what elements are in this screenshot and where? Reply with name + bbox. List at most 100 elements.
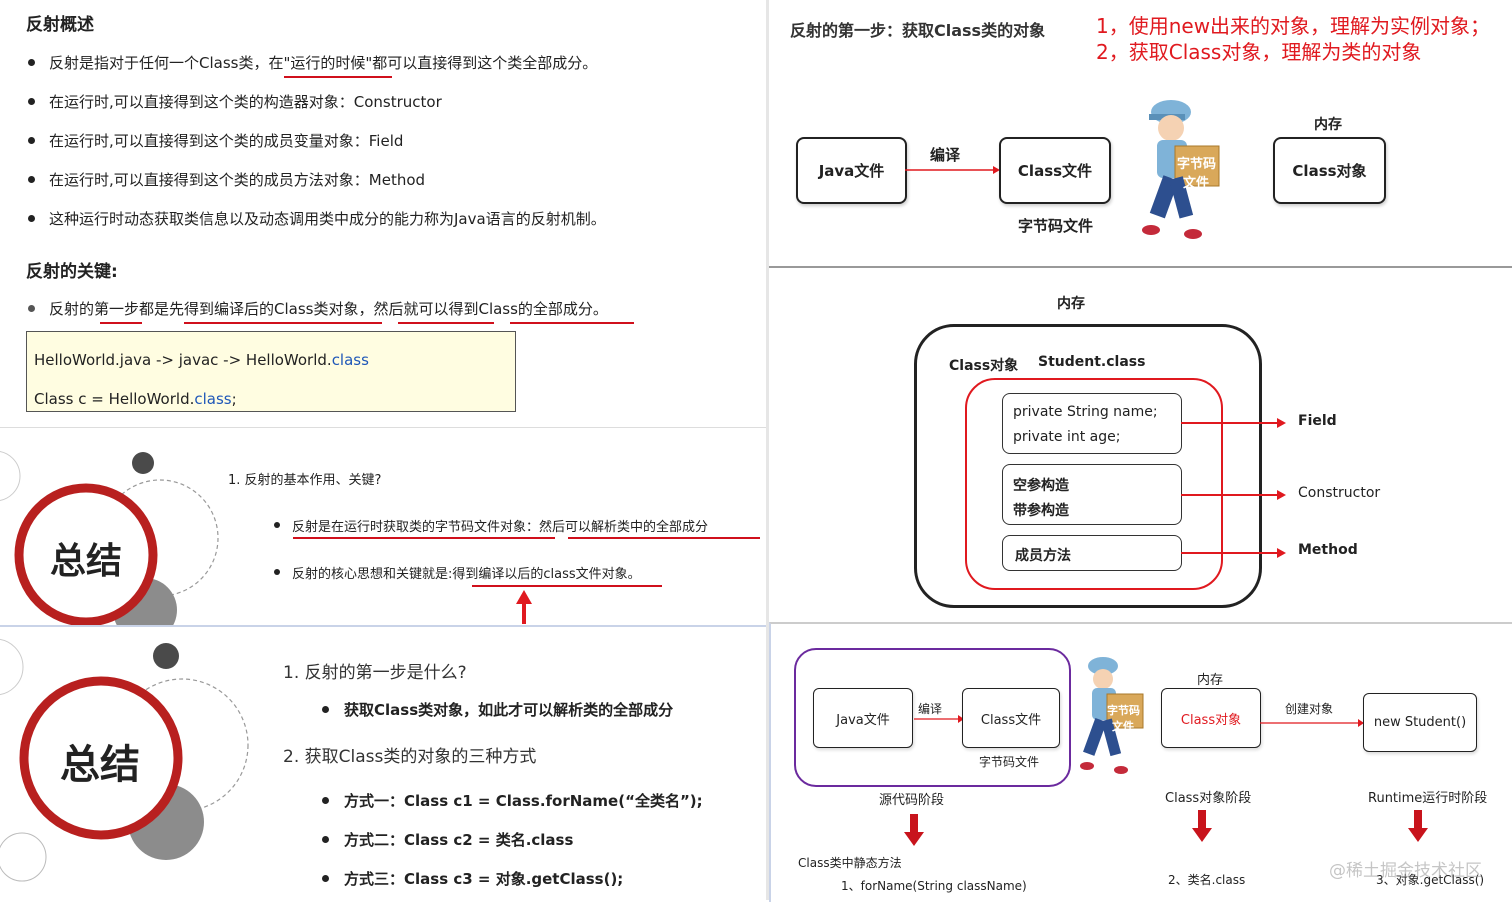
member-method: 成员方法 bbox=[1015, 548, 1071, 564]
summary-1-graphic bbox=[0, 451, 219, 626]
summary-1-item: 1. 反射的基本作用、关键? bbox=[228, 473, 382, 488]
bullet-dot bbox=[28, 305, 35, 312]
constructor-no-arg: 空参构造 bbox=[1013, 478, 1069, 494]
key-bullet: 反射的第一步都是先得到编译后的Class类对象，然后就可以得到Class的全部成… bbox=[49, 300, 608, 318]
memory-label: 内存 bbox=[1057, 296, 1085, 312]
java-file-box: Java文件 bbox=[813, 688, 913, 748]
summary-1-bullet-2: 反射的核心思想和关键就是:得到编译以后的class文件对象。 bbox=[292, 567, 641, 582]
create-object-label: 创建对象 bbox=[1285, 702, 1334, 716]
underline bbox=[398, 322, 494, 324]
overview-bullet-5: 这种运行时动态获取类信息以及动态调用类中成分的能力称为Java语言的反射机制。 bbox=[49, 210, 606, 228]
overview-bullet-4: 在运行时,可以直接得到这个类的成员方法对象：Method bbox=[49, 171, 426, 189]
memory-outer-box bbox=[914, 324, 1262, 608]
summary-2-method-3: 方式三：Class c3 = 对象.getClass(); bbox=[344, 870, 624, 888]
bullet-dot bbox=[28, 176, 35, 183]
way-1-forname: 1、forName(String className) bbox=[841, 879, 1027, 893]
class-object-box: Class对象 bbox=[1273, 137, 1386, 204]
way-3-getclass: 3、对象.getClass() bbox=[1376, 873, 1485, 887]
panel-summary-1: 总结 1. 反射的基本作用、关键? 反射是在运行时获取类的字节码文件对象：然后可… bbox=[0, 427, 766, 626]
bullet-dot bbox=[322, 836, 329, 843]
way-2-class-literal: 2、类名.class bbox=[1168, 873, 1246, 887]
delivery-man-illustration bbox=[1080, 657, 1144, 774]
field-name: private String name; bbox=[1013, 404, 1158, 420]
panel-three-stages: Java文件 编译 Class文件 字节码文件 字节码 文件 内存 Class对… bbox=[769, 622, 1512, 902]
code-line-2-end: ; bbox=[231, 390, 237, 408]
class-object-text: Class对象 bbox=[1180, 712, 1242, 728]
summary-1-circle-text: 总结 bbox=[50, 541, 123, 582]
note-class-object: 2，获取Class对象，理解为类的对象 bbox=[1096, 40, 1422, 64]
overview-bullet-1: 反射是指对于任何一个Class类，在"运行的时候"都可以直接得到这个类全部成分。 bbox=[49, 54, 598, 72]
panel-memory-structure: 内存 Class对象 Student.class private String … bbox=[769, 266, 1512, 624]
overview-bullet-3: 在运行时,可以直接得到这个类的成员变量对象：Field bbox=[49, 132, 404, 150]
bullet-dot bbox=[322, 706, 329, 713]
key-title: 反射的关键: bbox=[26, 262, 118, 282]
compile-arrow bbox=[905, 166, 1000, 174]
summary-2-answer-1: 获取Class类对象，如此才可以解析类的全部成分 bbox=[344, 701, 674, 719]
constructor-label: Constructor bbox=[1298, 485, 1381, 501]
summary-circle bbox=[14, 483, 158, 626]
red-up-arrow bbox=[516, 590, 532, 624]
deco-circle-dark bbox=[153, 643, 179, 669]
compile-arrow bbox=[914, 715, 964, 723]
deco-circle-dashed bbox=[101, 479, 219, 597]
new-student-box: new Student() bbox=[1363, 693, 1477, 752]
panel-divider bbox=[766, 0, 769, 900]
create-object-arrow bbox=[1260, 719, 1364, 727]
constructor-with-arg: 带参构造 bbox=[1013, 503, 1069, 519]
bullet-dot bbox=[28, 215, 35, 222]
field-label: Field bbox=[1298, 413, 1337, 429]
deco-circle-dark bbox=[132, 452, 154, 474]
down-arrow-2 bbox=[1192, 810, 1212, 842]
code-line-1: HelloWorld.java -> javac -> HelloWorld.c… bbox=[34, 351, 369, 369]
panel-get-class-object: 反射的第一步：获取Class类的对象 1，使用new出来的对象，理解为实例对象；… bbox=[769, 0, 1512, 266]
deco-circle-dashed bbox=[115, 678, 249, 812]
code-line-2-text: Class c = HelloWorld. bbox=[34, 390, 195, 408]
bullet-dot bbox=[28, 59, 35, 66]
summary-1-bullet-1: 反射是在运行时获取类的字节码文件对象：然后可以解析类中的全部成分 bbox=[292, 520, 709, 535]
underline bbox=[472, 585, 662, 587]
stage-runtime: Runtime运行时阶段 bbox=[1368, 791, 1488, 806]
bytecode-file-label: 字节码文件 bbox=[979, 755, 1040, 769]
watermark: @稀土掘金技术社区 bbox=[1329, 861, 1482, 881]
deco-circle-outline bbox=[0, 832, 47, 882]
code-block: HelloWorld.java -> javac -> HelloWorld.c… bbox=[26, 331, 516, 412]
bytecode-file-label: 字节码文件 bbox=[1018, 217, 1094, 235]
delivery-man-illustration bbox=[1142, 100, 1220, 239]
summary-2-circle-text: 总结 bbox=[60, 742, 140, 788]
memory-label: 内存 bbox=[1197, 673, 1224, 688]
note-instance-object: 1，使用new出来的对象，理解为实例对象； bbox=[1096, 14, 1491, 38]
methods-box: 成员方法 bbox=[1002, 535, 1182, 571]
summary-circle bbox=[19, 676, 183, 840]
class-keyword: class bbox=[331, 351, 369, 369]
summary-2-graphic bbox=[0, 638, 249, 882]
down-arrow-3 bbox=[1408, 810, 1428, 842]
memory-label: 内存 bbox=[1314, 117, 1342, 133]
class-file-box: Class文件 bbox=[962, 688, 1060, 748]
down-arrow-1 bbox=[904, 814, 924, 846]
java-file-box: Java文件 bbox=[796, 137, 907, 204]
class-keyword: class bbox=[194, 390, 232, 408]
compile-label: 编译 bbox=[918, 702, 943, 716]
stage-class-object: Class对象阶段 bbox=[1165, 791, 1252, 806]
bullet-dot bbox=[322, 875, 329, 882]
summary-2-method-1: 方式一：Class c1 = Class.forName(“全类名”); bbox=[344, 792, 703, 810]
overview-bullet-2: 在运行时,可以直接得到这个类的构造器对象：Constructor bbox=[49, 93, 442, 111]
bullet-dot bbox=[28, 98, 35, 105]
bullet-dot bbox=[322, 797, 329, 804]
code-line-2: Class c = HelloWorld.class; bbox=[34, 390, 237, 408]
student-class-box bbox=[965, 378, 1223, 590]
constructors-box: 空参构造 带参构造 bbox=[1002, 464, 1182, 525]
bullet-dot bbox=[274, 569, 280, 575]
panel4-title: 反射的第一步：获取Class类的对象 bbox=[790, 21, 1046, 40]
deco-circle-outline bbox=[0, 451, 21, 501]
underline bbox=[568, 537, 760, 539]
package-label-2: 文件 bbox=[1183, 176, 1210, 191]
fields-box: private String name; private int age; bbox=[1002, 393, 1182, 454]
summary-2-question-1: 1. 反射的第一步是什么? bbox=[283, 663, 467, 683]
student-class-label: Student.class bbox=[1038, 354, 1146, 370]
field-age: private int age; bbox=[1013, 429, 1121, 445]
underline bbox=[100, 322, 142, 324]
compile-label: 编译 bbox=[930, 146, 961, 164]
underline bbox=[510, 322, 634, 324]
package-label-2: 文件 bbox=[1112, 720, 1134, 733]
